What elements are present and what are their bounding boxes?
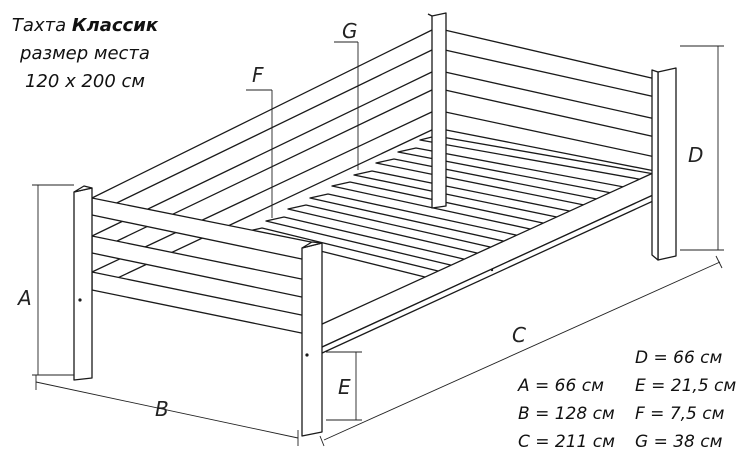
- title-model: Классик: [71, 15, 159, 36]
- dim-label-f: F: [252, 63, 264, 87]
- posts: [73, 12, 677, 437]
- spec-f: F = 7,5 см: [635, 404, 725, 424]
- dim-label-g: G: [342, 19, 358, 43]
- dim-label-a: A: [16, 286, 32, 310]
- title-line-2: размер места: [20, 43, 150, 64]
- spec-b: B = 128 см: [518, 404, 615, 424]
- title-prefix: Тахта: [11, 15, 72, 36]
- spec-a: A = 66 см: [518, 376, 604, 396]
- dim-label-d: D: [688, 143, 703, 167]
- dimension-lines: [32, 41, 724, 447]
- title-line-1: Тахта Классик: [0, 14, 170, 38]
- dim-label-b: B: [155, 397, 169, 421]
- spec-c: C = 211 см: [518, 432, 615, 452]
- footboard: [91, 197, 317, 337]
- spec-d: D = 66 см: [635, 348, 723, 368]
- dim-label-c: C: [512, 323, 526, 347]
- headboard: [435, 27, 661, 173]
- spec-g: G = 38 см: [635, 432, 723, 452]
- dim-label-e: E: [338, 375, 351, 399]
- spec-e: E = 21,5 см: [635, 376, 737, 396]
- title-line-3: 120 х 200 см: [24, 71, 145, 92]
